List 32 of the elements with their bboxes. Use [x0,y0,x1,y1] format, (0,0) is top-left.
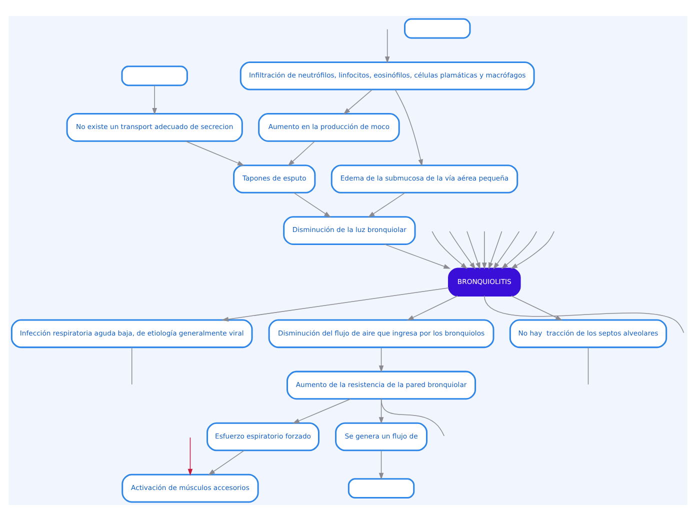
arrow [368,192,406,217]
arrow [152,84,157,114]
arrow [488,230,502,269]
arrow [378,450,384,480]
node-box [121,65,188,86]
arrow [222,287,450,322]
arrow [394,88,423,166]
arrow [511,295,562,320]
arrow [288,140,315,166]
node-box [404,18,471,38]
arrow [406,295,458,320]
arrow [510,230,554,268]
connector [484,294,684,333]
arrow [432,230,468,269]
arrow [292,398,351,423]
arrow [493,230,520,269]
arrow [188,436,193,476]
arrow [449,230,476,269]
arrow [482,230,487,269]
arrow [343,88,372,114]
arrow [185,140,244,166]
arrow [294,192,331,217]
arrow [378,346,384,372]
connector [131,346,132,384]
connector [380,398,445,436]
arrow [384,28,390,63]
connector [588,346,589,384]
arrow [466,230,480,269]
arrow [384,243,451,268]
node-box [348,478,415,498]
arrow [501,230,538,269]
arrow [208,450,244,475]
